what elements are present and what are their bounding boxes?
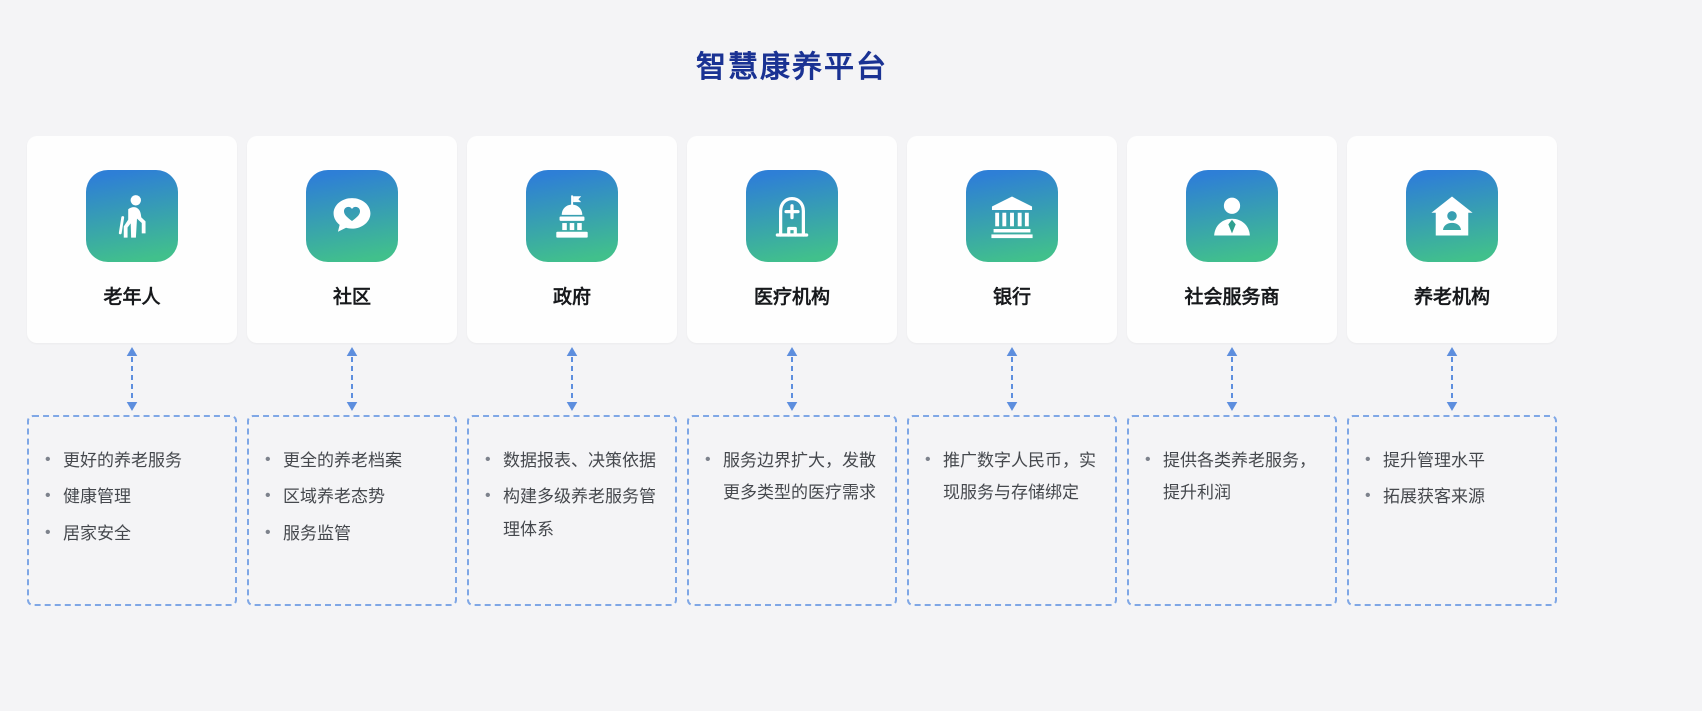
benefit-text: 服务边界扩大，发散更多类型的医疗需求 [723,451,876,503]
bullet-dot: • [485,487,491,505]
double-arrow-connector-icon [467,343,677,415]
bullet-dot: • [925,451,931,468]
benefit-item: • 健康管理 [45,481,225,513]
benefit-item: • 提供各类养老服务，提升利润 [1145,445,1325,510]
benefit-text: 推广数字人民币，实现服务与存储绑定 [943,451,1096,503]
benefits-box: • 服务边界扩大，发散更多类型的医疗需求 [687,415,897,606]
benefit-text: 健康管理 [63,487,131,507]
stakeholder-label: 银行 [992,287,1031,308]
page-title: 智慧康养平台 [696,51,888,84]
bullet-dot: • [1365,487,1371,505]
stakeholder-card: 社区 [247,136,457,343]
hospital-icon [746,170,838,262]
benefit-item: • 推广数字人民币，实现服务与存储绑定 [925,445,1105,510]
stakeholder-label: 社会服务商 [1184,287,1280,308]
benefit-text: 数据报表、决策依据 [503,451,656,470]
care-home-icon [1406,170,1498,262]
benefit-text: 构建多级养老服务管理体系 [503,487,656,539]
stakeholder-column: 老年人 • 更好的养老服务 • 健康管理 • 居家安全 [27,136,237,606]
benefits-box: • 更全的养老档案 • 区域养老态势 • 服务监管 [247,415,457,606]
bullet-dot: • [1145,451,1151,468]
bullet-dot: • [705,451,711,468]
benefit-text: 更好的养老服务 [63,451,182,470]
benefit-item: • 区域养老态势 [265,481,445,513]
elderly-person-icon [86,170,178,262]
stakeholder-card: 银行 [907,136,1117,343]
double-arrow-connector-icon [247,343,457,415]
benefit-list: • 提升管理水平 • 拓展获客来源 [1365,445,1545,514]
stakeholder-card: 养老机构 [1347,136,1557,343]
bullet-dot: • [45,451,51,468]
benefit-text: 更全的养老档案 [283,451,402,470]
stakeholder-column: 政府 • 数据报表、决策依据 • 构建多级养老服务管理体系 [467,136,677,606]
benefit-list: • 数据报表、决策依据 • 构建多级养老服务管理体系 [485,445,665,546]
government-building-icon [526,170,618,262]
benefit-text: 提升管理水平 [1383,451,1485,470]
benefit-item: • 更好的养老服务 [45,445,225,477]
benefit-list: • 更好的养老服务 • 健康管理 • 居家安全 [45,445,225,550]
bullet-dot: • [45,523,51,541]
benefits-box: • 提供各类养老服务，提升利润 [1127,415,1337,606]
stakeholder-columns: 老年人 •更好的养老服务•健康管理•居家安全 社区 •更全的养老档案•区 [27,136,1557,606]
business-person-icon [1186,170,1278,262]
benefit-list: • 推广数字人民币，实现服务与存储绑定 [925,445,1105,510]
diagram-canvas: 智慧康养平台 老年人 • 更好的养老服务 • 健康管理 • 居家安全 社区 [27,42,1557,606]
benefit-item: • 服务监管 [265,518,445,550]
benefit-item: • 拓展获客来源 [1365,481,1545,513]
benefit-text: 提供各类养老服务，提升利润 [1163,451,1316,503]
benefit-item: • 提升管理水平 [1365,445,1545,477]
benefit-text: 居家安全 [63,523,131,543]
chat-heart-icon [306,170,398,262]
stakeholder-label: 医疗机构 [753,287,830,308]
bullet-dot: • [1365,451,1371,468]
benefit-item: • 数据报表、决策依据 [485,445,665,477]
bullet-dot: • [265,523,271,541]
benefit-text: 拓展获客来源 [1383,487,1485,507]
double-arrow-connector-icon [1347,343,1557,415]
benefit-list: • 服务边界扩大，发散更多类型的医疗需求 [705,445,885,510]
stakeholder-card: 社会服务商 [1127,136,1337,343]
benefits-box: • 数据报表、决策依据 • 构建多级养老服务管理体系 [467,415,677,606]
stakeholder-label: 社区 [332,287,371,308]
stakeholder-column: 医疗机构 • 服务边界扩大，发散更多类型的医疗需求 [687,136,897,606]
double-arrow-connector-icon [687,343,897,415]
benefits-box: • 推广数字人民币，实现服务与存储绑定 [907,415,1117,606]
benefit-text: 区域养老态势 [283,487,385,507]
benefit-item: • 构建多级养老服务管理体系 [485,481,665,546]
benefit-item: • 居家安全 [45,518,225,550]
bullet-dot: • [265,451,271,468]
stakeholder-label: 政府 [552,287,591,308]
stakeholder-label: 养老机构 [1413,287,1490,308]
stakeholder-card: 政府 [467,136,677,343]
benefit-list: • 提供各类养老服务，提升利润 [1145,445,1325,510]
benefit-item: • 更全的养老档案 [265,445,445,477]
bullet-dot: • [45,487,51,505]
stakeholder-card: 老年人 [27,136,237,343]
bank-icon [966,170,1058,262]
stakeholder-column: 社区 • 更全的养老档案 • 区域养老态势 • 服务监管 [247,136,457,606]
stakeholder-label: 老年人 [103,287,161,308]
benefits-box: • 提升管理水平 • 拓展获客来源 [1347,415,1557,606]
double-arrow-connector-icon [1127,343,1337,415]
bullet-dot: • [485,451,491,468]
stakeholder-column: 社会服务商 • 提供各类养老服务，提升利润 [1127,136,1337,606]
benefits-box: • 更好的养老服务 • 健康管理 • 居家安全 [27,415,237,606]
benefit-list: • 更全的养老档案 • 区域养老态势 • 服务监管 [265,445,445,550]
stakeholder-column: 银行 • 推广数字人民币，实现服务与存储绑定 [907,136,1117,606]
stakeholder-card: 医疗机构 [687,136,897,343]
benefit-text: 服务监管 [283,523,351,543]
stakeholder-column: 养老机构 • 提升管理水平 • 拓展获客来源 [1347,136,1557,606]
bullet-dot: • [265,487,271,505]
double-arrow-connector-icon [27,343,237,415]
benefit-item: • 服务边界扩大，发散更多类型的医疗需求 [705,445,885,510]
double-arrow-connector-icon [907,343,1117,415]
